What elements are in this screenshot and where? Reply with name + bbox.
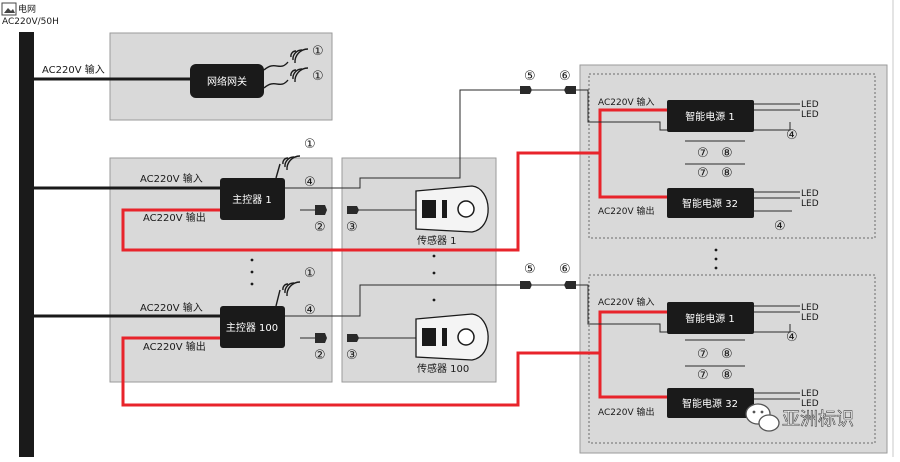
supply-input-label: AC220V 输入 [598, 96, 654, 108]
power-group-2-frame [588, 274, 876, 444]
sensor-lens-icon [457, 328, 475, 346]
gateway-device [190, 64, 264, 98]
controller-100-label: 主控器 100 [226, 321, 278, 334]
wireless-mark: ① [312, 69, 324, 84]
plug-mark: ② [314, 348, 326, 363]
plug-connector-icon [347, 206, 359, 214]
connector-mark-b: ⑥ [559, 262, 571, 277]
ellipsis-icon [714, 248, 718, 270]
smart-power-supply-bottom [667, 388, 754, 418]
mains-voltage: AC220V/50H [2, 17, 59, 27]
power-line-network [121, 108, 667, 407]
chain-mark: ⑦ [697, 347, 709, 362]
signal-mark: ④ [786, 330, 798, 345]
plug-connector-icon [347, 334, 359, 342]
wechat-logo-icon [745, 403, 780, 432]
sensor-1-label: 传感器 1 [417, 234, 457, 247]
controller-1-output-label: AC220V 输出 [143, 211, 206, 224]
led-output-label: LED [801, 399, 819, 409]
ellipsis-icon [432, 254, 436, 302]
socket-connector-icon [564, 281, 576, 289]
socket-connector-icon [564, 86, 576, 94]
image-placeholder-icon [1, 2, 17, 16]
wireless-antenna-icon [275, 281, 301, 307]
sensor-100-device [415, 313, 489, 361]
supply-input-label: AC220V 输入 [598, 296, 654, 308]
controller-100-input-label: AC220V 输入 [140, 301, 203, 314]
wireless-antenna-icon [275, 155, 301, 179]
plug-mark: ② [314, 220, 326, 235]
plug-connector-icon [315, 205, 327, 215]
supply-output-label: AC220V 输出 [598, 406, 654, 418]
sensor-display-icon [422, 328, 436, 346]
smart-power-supply-bottom [667, 188, 754, 218]
gateway-device-label: 网络网关 [207, 75, 247, 88]
signal-mark: ④ [304, 303, 316, 318]
smart-power-supply-top [667, 100, 754, 132]
mains-title: 电网 [18, 3, 36, 15]
watermark-text: 亚洲标识 [782, 409, 854, 430]
chain-mark: ⑧ [721, 166, 733, 181]
wireless-mark: ① [304, 266, 316, 281]
smart-power-label: 智能电源 32 [682, 197, 738, 210]
plug-connector-icon [520, 86, 532, 94]
led-output-label: LED [801, 313, 819, 323]
chain-mark: ⑦ [697, 166, 709, 181]
connector-mark-a: ⑤ [524, 69, 536, 84]
led-output-label: LED [801, 110, 819, 120]
sensor-100-label: 传感器 100 [417, 362, 469, 375]
wireless-mark: ① [304, 137, 316, 152]
power-group-1-frame [588, 73, 876, 239]
chain-mark: ⑦ [697, 368, 709, 383]
signal-mark: ④ [786, 128, 798, 143]
led-output-label: LED [801, 189, 819, 199]
controller-1-input-label: AC220V 输入 [140, 172, 203, 185]
controller-100-device [220, 306, 285, 348]
chain-mark: ⑧ [721, 347, 733, 362]
chain-mark: ⑧ [721, 146, 733, 161]
led-output-label: LED [801, 389, 819, 399]
controller-1-device [220, 178, 285, 220]
sensor-indicator-icon [442, 328, 447, 346]
mains-bus [19, 32, 34, 457]
smart-power-supply-top [667, 302, 754, 334]
gateway-input-label: AC220V 输入 [42, 63, 105, 76]
connector-mark-b: ⑥ [559, 69, 571, 84]
ellipsis-icon [250, 258, 254, 286]
plug-connector-icon [315, 333, 327, 343]
wireless-mark: ① [312, 44, 324, 59]
smart-power-label: 智能电源 1 [685, 110, 735, 123]
connector-mark-a: ⑤ [524, 262, 536, 277]
plug-mark: ③ [346, 348, 358, 363]
plug-connector-icon [520, 281, 532, 289]
plug-mark: ③ [346, 220, 358, 235]
supply-output-label: AC220V 输出 [598, 205, 654, 217]
sensor-lens-icon [457, 200, 475, 218]
wireless-antenna-icon [263, 48, 309, 89]
sensor-indicator-icon [442, 200, 447, 218]
controller-100-output-label: AC220V 输出 [143, 340, 206, 353]
controller-1-label: 主控器 1 [232, 193, 272, 206]
led-output-label: LED [801, 199, 819, 209]
signal-mark: ④ [774, 219, 786, 234]
chain-mark: ⑦ [697, 146, 709, 161]
led-output-label: LED [801, 100, 819, 110]
chain-mark: ⑧ [721, 368, 733, 383]
smart-power-label: 智能电源 1 [685, 312, 735, 325]
sensor-display-icon [422, 200, 436, 218]
signal-mark: ④ [304, 175, 316, 190]
led-output-label: LED [801, 303, 819, 313]
sensor-1-device [415, 185, 489, 233]
smart-power-label: 智能电源 32 [682, 397, 738, 410]
